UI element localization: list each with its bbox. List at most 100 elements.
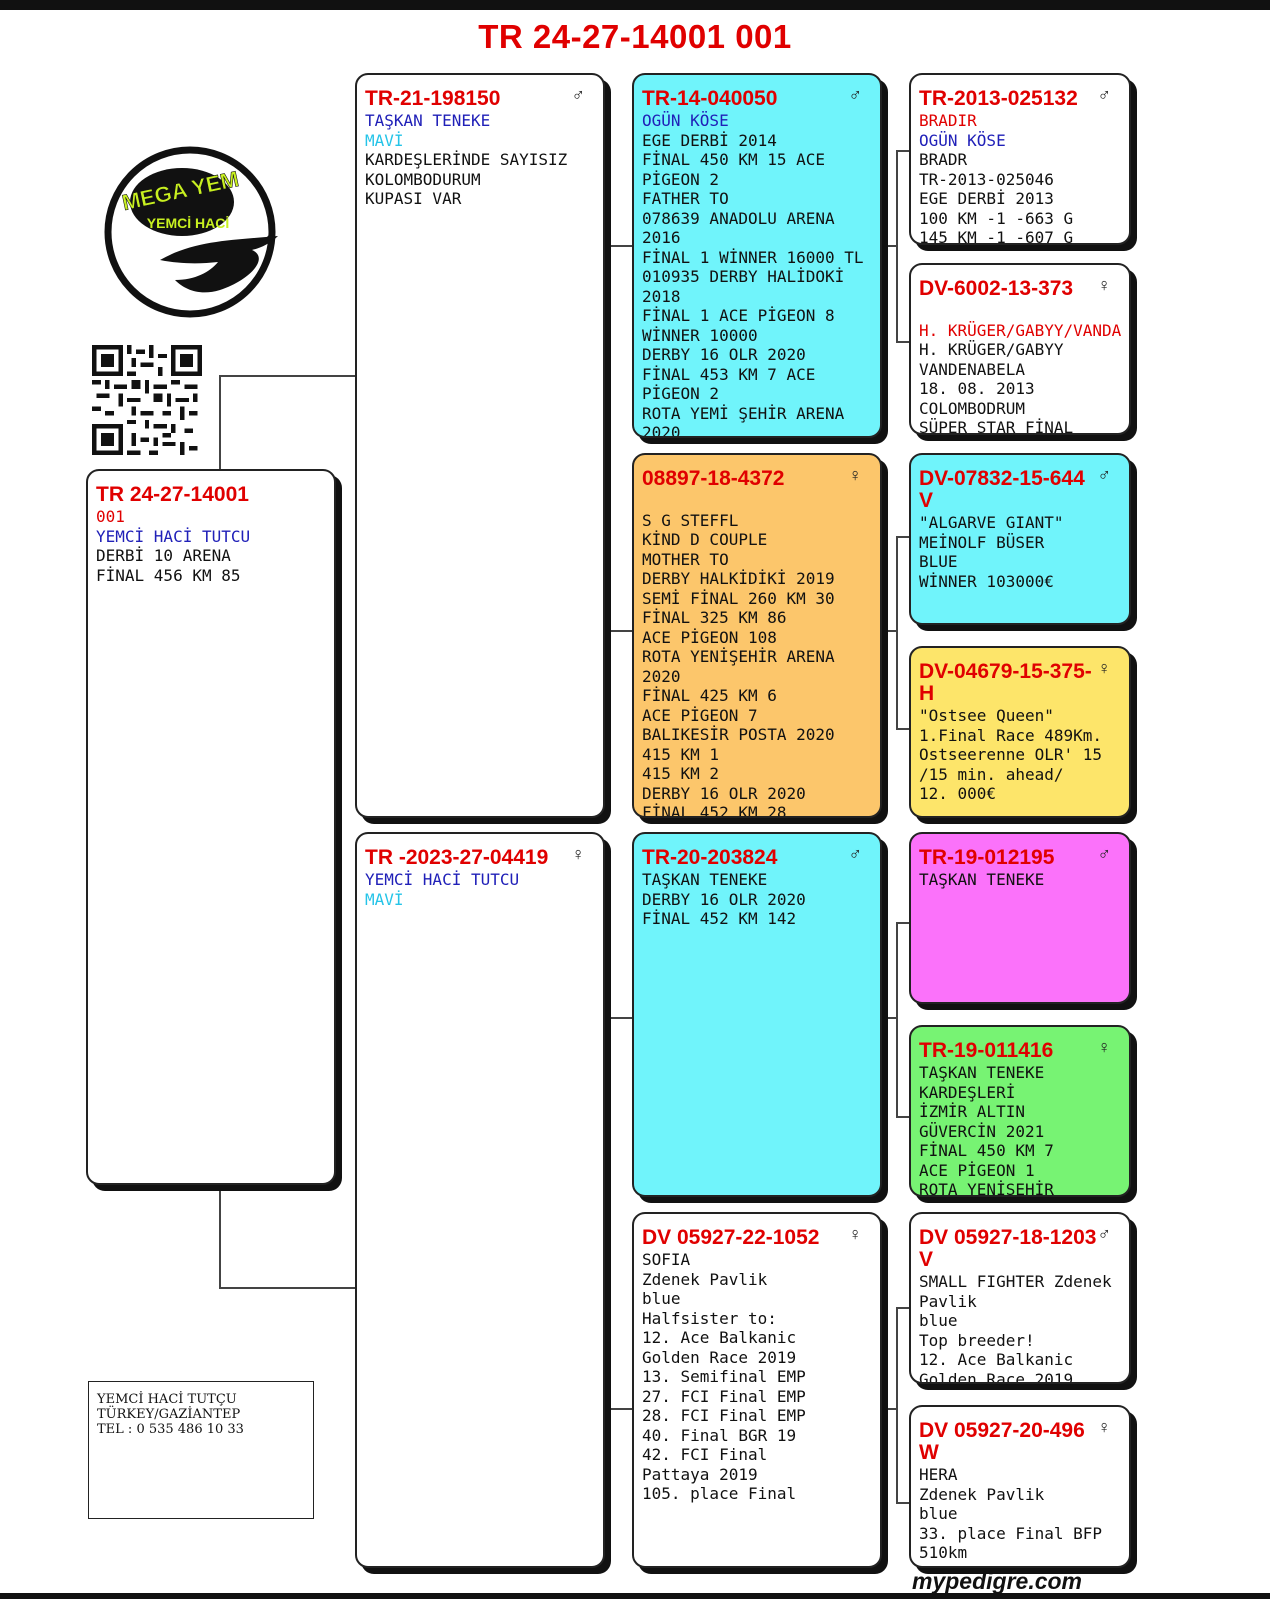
dam-sire-sire-card[interactable]: TR-19-012195♂TAŞKAN TENEKE — [909, 832, 1131, 1004]
connector-sd-sds — [896, 536, 910, 538]
pedigree-text-line: 2018 — [642, 286, 681, 306]
pedigree-text-line: FİNAL 456 KM 85 — [96, 565, 241, 585]
connector-dd-h — [878, 1408, 898, 1410]
pedigree-text-line: 145 KM -1 -607 G — [919, 228, 1074, 245]
pedigree-text-line: blue — [919, 1311, 958, 1330]
pedigree-text-line: DERBY HALKİDİKİ 2019 — [642, 569, 835, 588]
pedigree-text-line: 415 KM 2 — [642, 764, 720, 783]
pedigree-text-line: 40. Final BGR 19 — [642, 1425, 797, 1445]
pedigree-text-line: 2016 — [642, 228, 681, 247]
male-symbol-icon: ♂ — [1097, 1224, 1112, 1244]
pedigree-text-line: TAŞKAN TENEKE — [919, 870, 1045, 889]
pedigree-text-line: 078639 ANADOLU ARENA — [642, 208, 835, 228]
pedigree-text-line: SÜPER STAR FİNAL — [919, 418, 1074, 435]
female-symbol-icon: ♀ — [1097, 658, 1112, 678]
pedigree-text-line: ROTA YEMİ ŞEHİR ARENA — [642, 403, 845, 423]
pedigree-text-line: 100 KM -1 -663 G — [919, 208, 1074, 228]
female-symbol-icon: ♀ — [848, 465, 863, 485]
pedigree-text-line: FİNAL 325 KM 86 — [642, 608, 787, 627]
pedigree-text-line: BRADIR — [919, 111, 977, 130]
footer-brand: mypedigre.com — [912, 1568, 1082, 1594]
pedigree-text-line: DERBY 16 OLR 2020 — [642, 345, 806, 364]
pedigree-text-line: OGÜN KÖSE — [919, 130, 1006, 150]
pedigree-text-line: VANDENABELA — [919, 359, 1025, 379]
pedigree-text-line: 12. Ace Balkanic — [919, 1350, 1074, 1369]
qr-code — [92, 345, 202, 455]
ring-number: DV-6002-13-373 — [919, 277, 1074, 300]
pedigree-text-line: FİNAL 452 KM 142 — [642, 909, 797, 928]
ring-number: DV-04679-15-375-H — [919, 660, 1092, 705]
pedigree-text-line: BALIKESİR POSTA 2020 — [642, 725, 835, 744]
connector-sd-v — [896, 536, 898, 729]
pedigree-text-line: MOTHER TO — [642, 549, 729, 569]
pedigree-text-line: S G STEFFL — [642, 510, 739, 530]
connector-subject-dam-h — [219, 1287, 355, 1289]
female-symbol-icon: ♀ — [1097, 1417, 1112, 1437]
pedigree-text-line: HERA — [919, 1465, 958, 1484]
pedigree-title: TR 24-27-14001 001 — [478, 18, 792, 55]
pedigree-text-line: WİNNER 10000 — [642, 325, 758, 345]
pedigree-text-line: PİGEON 2 — [642, 169, 720, 189]
pedigree-text-line: KOLOMBODURUM — [365, 169, 481, 189]
pedigree-text-line: ROTA YENİŞEHİR — [919, 1180, 1054, 1197]
male-symbol-icon: ♂ — [848, 844, 863, 864]
pedigree-text-line: MAVİ — [365, 130, 404, 150]
pedigree-text-line: Pattaya 2019 — [642, 1464, 758, 1484]
pedigree-text-line: 2020 — [642, 423, 681, 438]
pedigree-text-line: FİNAL 452 KM 28 — [642, 803, 787, 818]
pedigree-text-line: Golden Race 2019 — [642, 1347, 797, 1367]
contact-line: TEL : 0 535 486 10 33 — [97, 1422, 244, 1437]
ring-number: TR-20-203824 — [642, 846, 778, 869]
sire-dam-dam-card[interactable]: DV-04679-15-375-H♀"Ostsee Queen"1.Final … — [909, 646, 1131, 818]
ring-number: TR-14-040050 — [642, 87, 778, 110]
pedigree-text-line: Halfsister to: — [642, 1308, 777, 1328]
pedigree-text-line: blue — [642, 1289, 681, 1308]
connector-ds-dsd — [896, 1116, 910, 1118]
female-symbol-icon: ♀ — [1097, 1037, 1112, 1057]
pedigree-text-line: 12. Ace Balkanic — [642, 1328, 797, 1347]
male-symbol-icon: ♂ — [1097, 844, 1112, 864]
pedigree-text-line: FİNAL 450 KM 15 ACE — [642, 150, 826, 169]
male-symbol-icon: ♂ — [1097, 465, 1112, 485]
pedigree-text-line: 18. 08. 2013 — [919, 379, 1035, 398]
pedigree-text-line: "Ostsee Queen" — [919, 706, 1054, 725]
pedigree-text-line: FATHER TO — [642, 189, 729, 208]
ring-number: DV 05927-20-496 W — [919, 1419, 1091, 1464]
female-symbol-icon: ♀ — [1097, 275, 1112, 295]
pedigree-text-line: SOFIA — [642, 1250, 691, 1269]
pedigree-text-line: 12. semifinal — [919, 1563, 1121, 1567]
sire-dam-sire-card[interactable]: DV-07832-15-644 V♂"ALGARVE GIANT"MEİNOLF… — [909, 453, 1131, 625]
ring-number: TR-19-011416 — [919, 1039, 1054, 1062]
pedigree-text-line: SEMİ FİNAL 260 KM 30 — [642, 588, 835, 608]
pedigree-text-line: YEMCİ HACİ TUTCU — [365, 870, 520, 889]
ring-number: TR-21-198150 — [365, 87, 501, 110]
connector-ss-h — [878, 245, 898, 247]
top-border — [0, 0, 1270, 10]
connector-sire-sd — [606, 630, 632, 632]
ring-number: DV-07832-15-644 V — [919, 467, 1091, 512]
pedigree-text-line: TAŞKAN TENEKE — [919, 1063, 1045, 1082]
connector-subject-sire-v — [219, 375, 221, 471]
pedigree-text-line: 27. FCI Final EMP — [642, 1386, 806, 1406]
connector-ds-v — [896, 922, 898, 1117]
pedigree-text-line: EGE DERBİ 2014 — [642, 130, 777, 150]
pedigree-text-line: MAVİ — [365, 889, 404, 909]
pedigree-text-line: SMALL FIGHTER Zdenek — [919, 1272, 1112, 1291]
male-symbol-icon: ♂ — [848, 85, 863, 105]
pedigree-text-line: 2020 — [642, 666, 681, 686]
pedigree-text-line: FİNAL 453 KM 7 ACE — [642, 364, 816, 384]
pedigree-text-line: 010935 DERBY HALİDOKİ — [642, 267, 845, 286]
pedigree-text-line: Top breeder! — [919, 1330, 1035, 1350]
